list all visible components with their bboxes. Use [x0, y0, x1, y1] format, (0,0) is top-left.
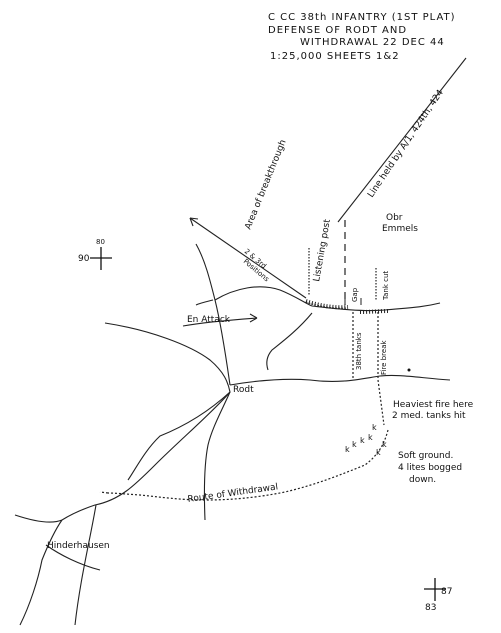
heaviest-fire-label-1: Heaviest fire here: [393, 400, 474, 410]
svg-text:k: k: [376, 448, 381, 457]
grid-ref-nw-top: 80: [96, 238, 105, 246]
svg-text:k: k: [352, 440, 357, 449]
grid-ref-se: 87 83: [424, 578, 452, 613]
place-rodt-label: Rodt: [233, 385, 254, 395]
svg-text:k: k: [368, 433, 373, 442]
roads: [14, 243, 451, 626]
title-line-4: 1:25,000 SHEETS 1&2: [270, 51, 400, 62]
svg-text:k: k: [382, 440, 387, 449]
thirty-eighth-tanks-label: 38th tanks: [355, 332, 363, 370]
line-held-label: Line held by A/1, 424th, 424: [366, 88, 446, 200]
map-dot: [407, 368, 411, 372]
fire-break-line: [377, 312, 385, 426]
grid-ref-se-bottom: 83: [425, 603, 436, 613]
listening-post-label: Listening post: [312, 218, 333, 282]
arrows: [182, 57, 467, 327]
area-of-breakthrough-label: Area of breakthrough: [244, 138, 289, 231]
title-line-1: C CC 38th INFANTRY (1ST PLAT): [268, 12, 456, 23]
grid-ref-nw-left: 90: [78, 254, 90, 264]
title-line-3: WITHDRAWAL 22 DEC 44: [300, 37, 445, 48]
svg-text:k: k: [372, 423, 377, 432]
grid-ref-se-right: 87: [441, 587, 452, 597]
route-of-withdrawal-label: Route of Withdrawal: [187, 482, 279, 505]
soft-ground-label-2: 4 lites bogged: [398, 463, 462, 473]
soft-ground-label-1: Soft ground.: [398, 451, 453, 461]
svg-text:k: k: [360, 436, 365, 445]
title-line-2: DEFENSE OF RODT AND: [268, 25, 407, 36]
fire-break-label: Fire break: [380, 340, 388, 375]
svg-text:k: k: [345, 445, 350, 454]
route-of-withdrawal: [107, 429, 389, 501]
soft-ground-marks: k k k k k k k: [345, 423, 387, 457]
en-attack-label: En Attack: [187, 315, 231, 325]
grid-ref-nw: 80 90: [78, 238, 112, 270]
place-obr-label: Obr: [386, 213, 403, 223]
place-emmels-label: Emmels: [382, 224, 418, 234]
defense-positions: [305, 298, 389, 314]
soft-ground-label-3: down.: [409, 475, 436, 485]
title-block: C CC 38th INFANTRY (1ST PLAT) DEFENSE OF…: [268, 12, 456, 62]
tank-cut-label: Tank cut: [382, 271, 390, 301]
gap-label: Gap: [351, 287, 359, 302]
place-hinderhausen-label: Hinderhausen: [47, 541, 110, 551]
heaviest-fire-label-2: 2 med. tanks hit: [392, 411, 466, 421]
